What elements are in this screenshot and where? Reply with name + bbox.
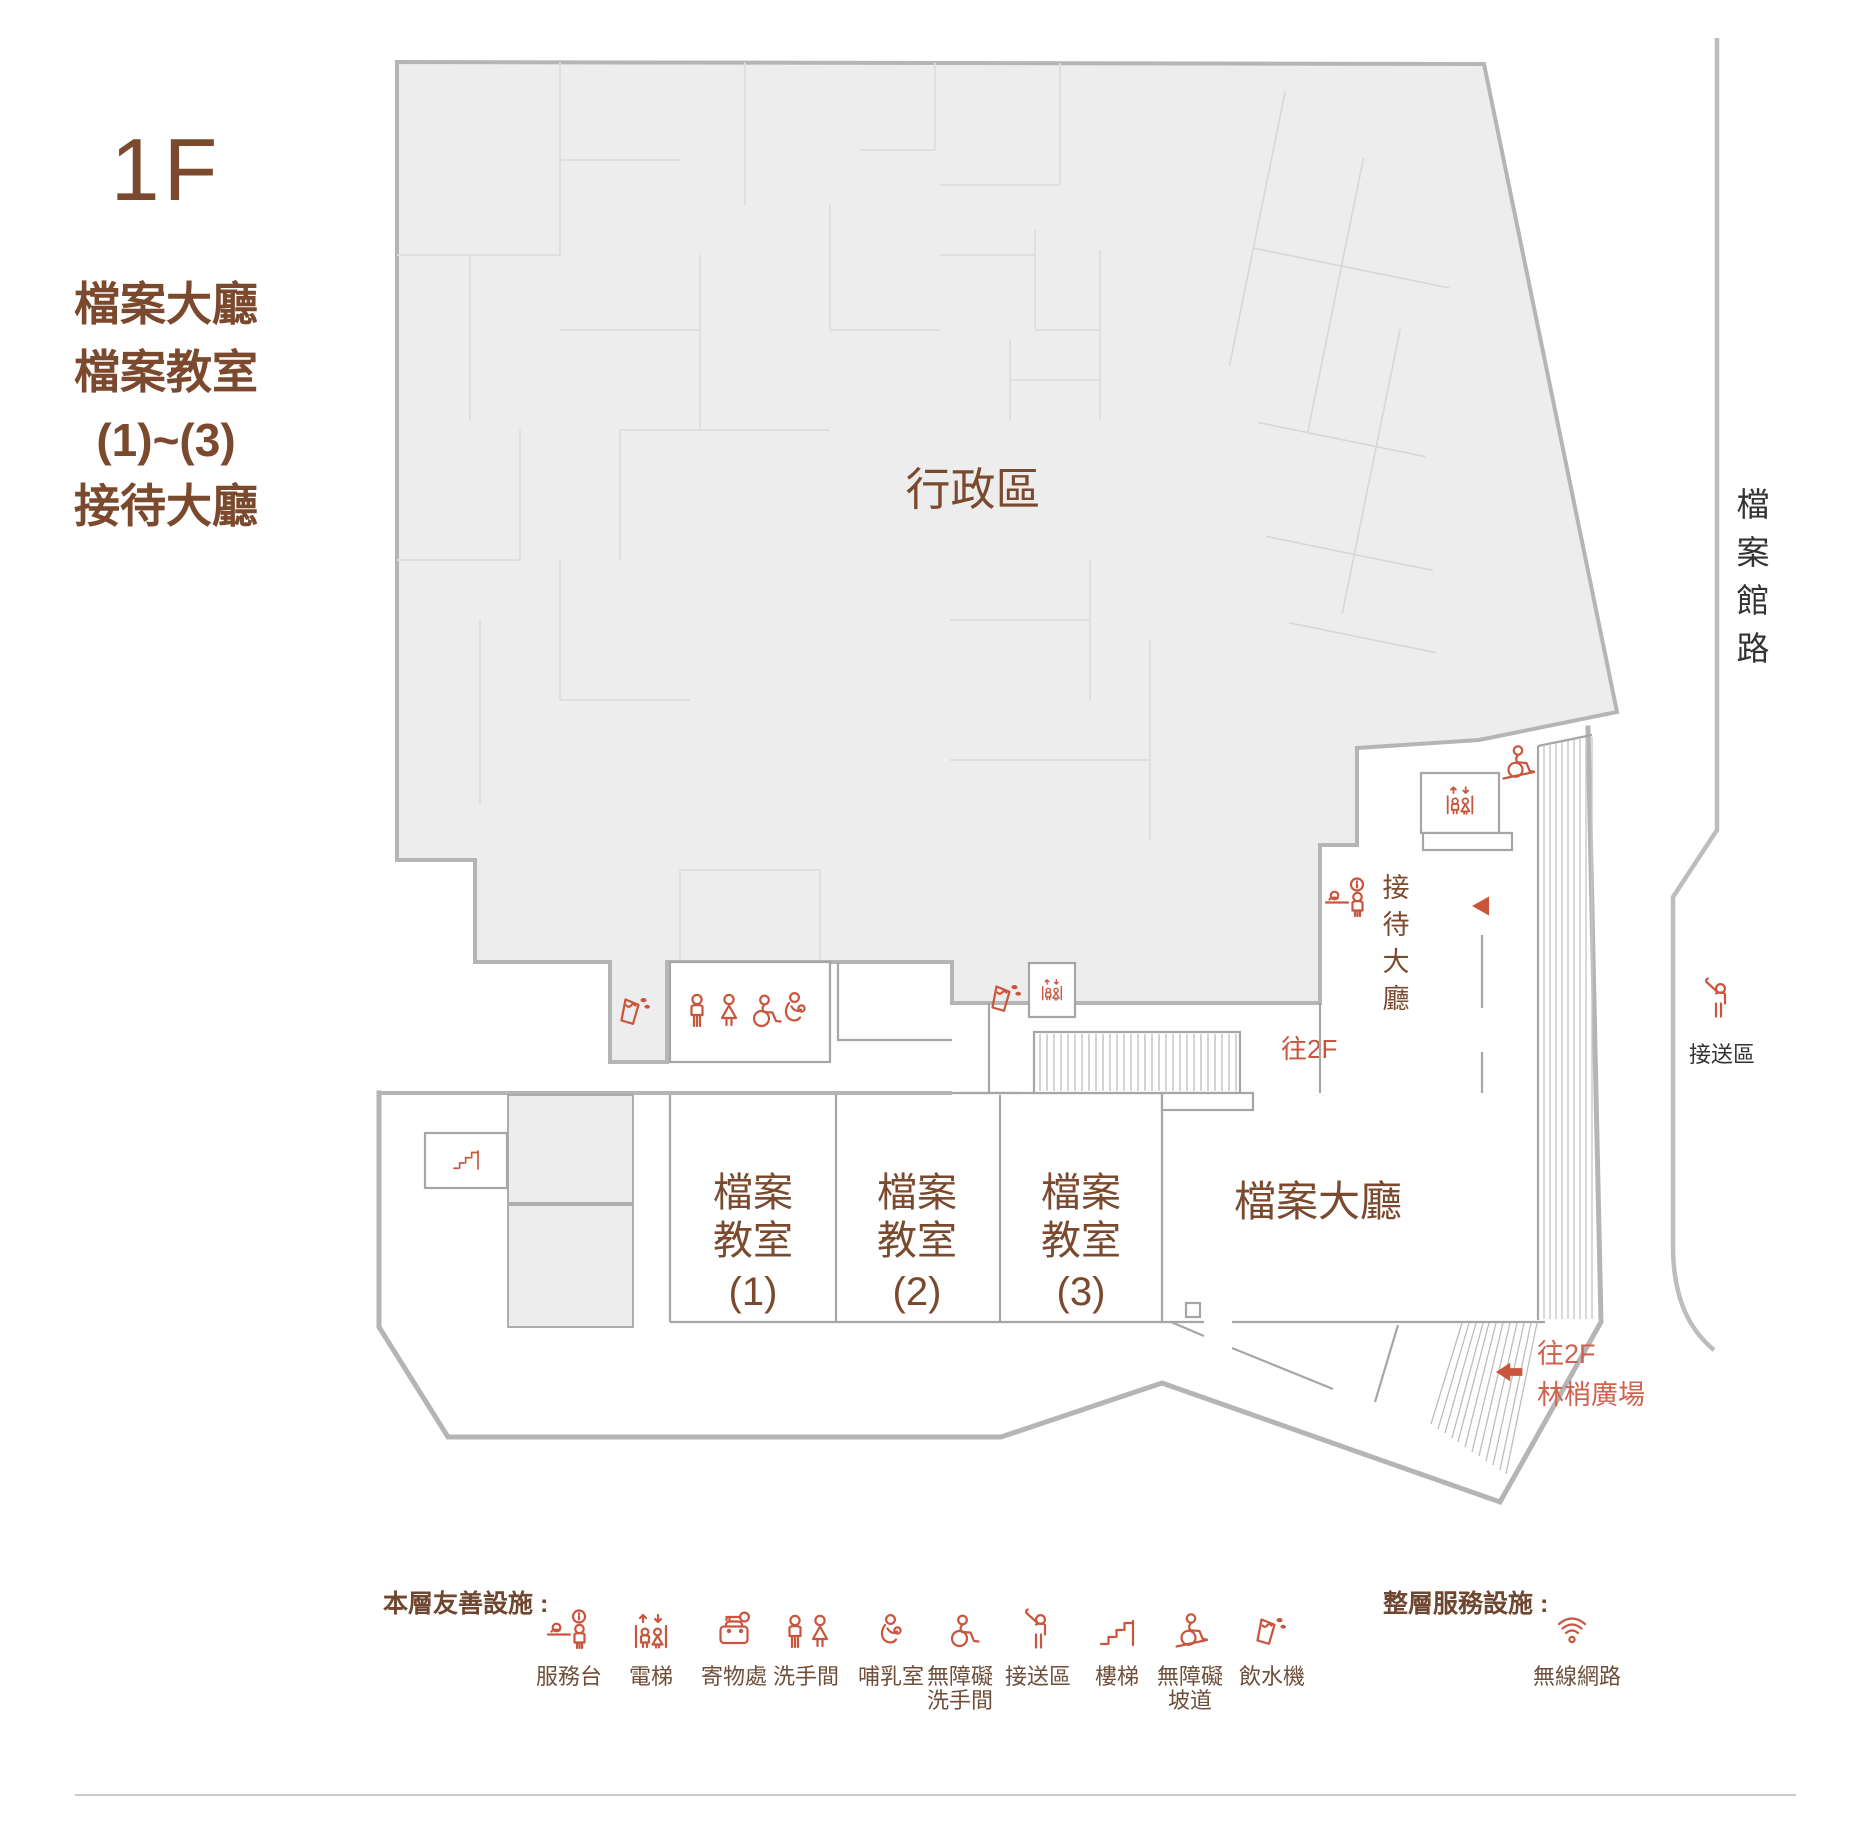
title-line: 檔案教室	[74, 346, 258, 398]
classroom-2-label: (2)	[893, 1270, 942, 1314]
legend-item-fountain: 飲水機	[1239, 1617, 1305, 1689]
pickup-dropoff-icon	[1705, 977, 1727, 1018]
legend-label: 洗手間	[773, 1664, 839, 1689]
legend-item-nursing: 哺乳室	[858, 1613, 924, 1689]
reception-char: 接	[1383, 873, 1410, 903]
title-line: 接待大廳	[74, 480, 258, 532]
page-title: 1F 檔案大廳 檔案教室 (1)~(3) 接待大廳	[74, 120, 258, 532]
reception-lobby-label: 接 待 大 廳	[1383, 873, 1410, 1014]
title-line: 檔案大廳	[74, 278, 258, 330]
left-arrow-icon	[1472, 896, 1489, 916]
elevator-shaft	[1419, 771, 1501, 835]
classroom-1-label: (1)	[729, 1270, 778, 1314]
service-room	[507, 1094, 634, 1204]
elevator-shaft	[1027, 961, 1077, 1019]
service-desk-icon	[1324, 877, 1365, 918]
service-desk-icon	[546, 1609, 587, 1650]
archives-hall-label: 檔案大廳	[1234, 1178, 1402, 1225]
drinking-fountain-icon	[1256, 1617, 1287, 1645]
legend-label: 無障礙	[927, 1664, 993, 1689]
admin-room-partitions	[397, 62, 1450, 960]
legend-label: 電梯	[629, 1664, 673, 1689]
locker-icon	[719, 1611, 751, 1645]
classroom-block: 檔案 教室 (1) 檔案 教室 (2) 檔案 教室 (3)	[423, 1091, 1164, 1328]
stairs-icon	[1099, 1619, 1135, 1647]
accessible-restroom-icon	[950, 1614, 980, 1648]
classroom-3-label: 檔案	[1041, 1171, 1121, 1215]
road-char: 館	[1737, 582, 1770, 619]
legend-item-service-desk: 服務台	[536, 1609, 602, 1689]
nursing-room-icon	[880, 1613, 902, 1644]
reception-char: 大	[1383, 947, 1410, 977]
accessible-ramp-icon	[1175, 1613, 1209, 1648]
legend-label: 哺乳室	[858, 1664, 924, 1689]
legend-label: 接送區	[1005, 1664, 1071, 1689]
restroom-room	[668, 960, 832, 1064]
to-2f-label: 往2F	[1281, 1034, 1337, 1064]
classroom-2: 檔案 教室 (2)	[877, 1171, 957, 1314]
plaza-staircase	[1430, 1322, 1538, 1475]
legend-label: 無障礙	[1157, 1664, 1223, 1689]
pickup-dropoff-icon	[1025, 1608, 1047, 1649]
classroom-2-label: 檔案	[877, 1171, 957, 1215]
reception-char: 廳	[1383, 984, 1410, 1014]
legend-floor-title: 整層服務設施 :	[1383, 1589, 1548, 1618]
archives-hall: 檔案大廳 往2F 林梢廣場	[1162, 1178, 1645, 1475]
floor-label: 1F	[111, 120, 222, 219]
restroom-male-icon	[788, 1614, 802, 1649]
legend-label: 坡道	[1168, 1688, 1212, 1713]
central-staircase: 往2F	[960, 961, 1337, 1112]
legend-item-wifi: 無線網路	[1533, 1617, 1621, 1689]
accessible-ramp-icon	[1502, 745, 1536, 780]
legend-item-accessible-restroom: 無障礙 洗手間	[927, 1614, 993, 1713]
classroom-3-label: (3)	[1057, 1270, 1106, 1314]
service-room	[507, 1204, 634, 1328]
legend-label: 寄物處	[701, 1664, 767, 1689]
classroom-2-label: 教室	[877, 1219, 957, 1263]
legend-label: 服務台	[536, 1664, 602, 1689]
classroom-1: 檔案 教室 (1)	[713, 1171, 793, 1314]
column	[1184, 1301, 1202, 1319]
classroom-1-label: 教室	[713, 1219, 793, 1263]
legend-item-stairs: 樓梯	[1095, 1619, 1139, 1689]
admin-area-label: 行政區	[905, 464, 1040, 515]
legend-label: 無線網路	[1533, 1664, 1621, 1689]
legend-item-locker: 寄物處	[701, 1611, 767, 1689]
road-label: 檔 案 館 路	[1737, 486, 1770, 667]
building-outline	[376, 725, 1604, 1506]
legend: 本層友善設施 : 服務台 電梯 寄物處 洗手間 哺乳室 無障礙 洗手間	[383, 1589, 1621, 1713]
facility-row	[620, 960, 952, 1064]
elevator-icon	[634, 1613, 668, 1649]
road-char: 路	[1737, 630, 1770, 667]
ramp-hatch	[1536, 733, 1593, 1320]
legend-item-pickup: 接送區	[1005, 1608, 1071, 1689]
legend-label: 洗手間	[927, 1688, 993, 1713]
pickup-area-label: 接送區	[1689, 1042, 1755, 1067]
classroom-3-label: 教室	[1041, 1219, 1121, 1263]
title-line: (1)~(3)	[96, 414, 235, 466]
to-2f-plaza-label: 林梢廣場	[1537, 1380, 1645, 1410]
stair-landing	[1160, 1091, 1255, 1112]
to-2f-plaza-label: 往2F	[1537, 1339, 1596, 1369]
legend-item-ramp: 無障礙 坡道	[1157, 1613, 1223, 1713]
reception-char: 待	[1383, 910, 1410, 940]
legend-label: 樓梯	[1095, 1664, 1139, 1689]
road-char: 案	[1737, 534, 1770, 571]
legend-friendly-title: 本層友善設施 :	[383, 1589, 548, 1618]
classroom-1-label: 檔案	[713, 1171, 793, 1215]
legend-item-elevator: 電梯	[629, 1613, 673, 1689]
road-char: 檔	[1737, 486, 1770, 523]
road: 檔 案 館 路 接送區	[1670, 38, 1770, 1352]
legend-label: 飲水機	[1239, 1664, 1305, 1689]
admin-area: 行政區	[395, 59, 1620, 1064]
wifi-icon	[1557, 1617, 1587, 1644]
restroom-female-icon	[811, 1614, 829, 1648]
classroom-3: 檔案 教室 (3)	[1041, 1171, 1121, 1314]
reception-lobby: 接 待 大 廳	[1318, 733, 1593, 1320]
legend-item-restroom: 洗手間	[773, 1614, 839, 1689]
